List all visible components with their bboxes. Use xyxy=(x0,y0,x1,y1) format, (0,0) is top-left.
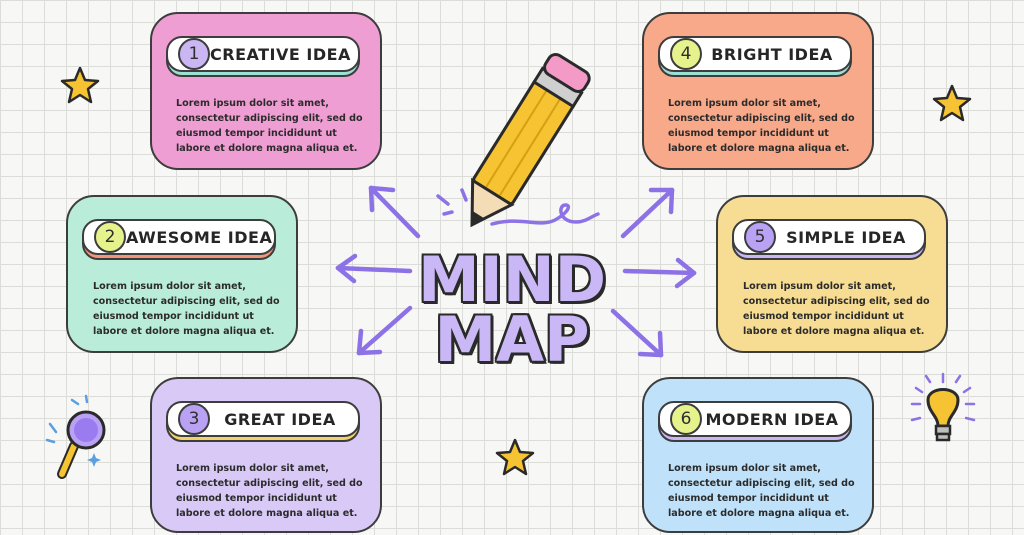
body-line: consectetur adipiscing elit, sed do xyxy=(668,478,855,489)
pencil-icon xyxy=(470,53,591,228)
star-icon xyxy=(495,438,535,476)
body-line: eiusmod tempor incididunt ut xyxy=(176,128,337,139)
number-badge: 1 xyxy=(178,38,210,70)
lightbulb-icon xyxy=(910,372,976,442)
arrow-to-idea-6 xyxy=(610,308,664,358)
spark-lines xyxy=(436,188,468,216)
body-line: labore et dolore magna aliqua et. xyxy=(668,508,850,519)
body-line: labore et dolore magna aliqua et. xyxy=(93,326,275,337)
number-badge: 3 xyxy=(178,403,210,435)
idea-title: BRIGHT IDEA xyxy=(711,44,833,64)
body-line: labore et dolore magna aliqua et. xyxy=(176,143,358,154)
body-line: consectetur adipiscing elit, sed do xyxy=(93,296,280,307)
idea-header-3: 3 GREAT IDEA xyxy=(166,401,360,437)
star-icon xyxy=(60,66,100,104)
mind-map-title: MIND MAP xyxy=(412,243,612,376)
body-line: labore et dolore magna aliqua et. xyxy=(668,143,850,154)
idea-title: GREAT IDEA xyxy=(224,409,336,429)
idea-title: SIMPLE IDEA xyxy=(786,227,906,247)
body-line: Lorem ipsum dolor sit amet, xyxy=(93,281,246,292)
idea-body-3: Lorem ipsum dolor sit amet, consectetur … xyxy=(176,461,363,521)
body-line: eiusmod tempor incididunt ut xyxy=(668,493,829,504)
body-line: Lorem ipsum dolor sit amet, xyxy=(176,98,329,109)
idea-body-1: Lorem ipsum dolor sit amet, consectetur … xyxy=(176,96,363,156)
body-line: consectetur adipiscing elit, sed do xyxy=(743,296,930,307)
idea-header-6: 6 MODERN IDEA xyxy=(658,401,852,437)
idea-body-2: Lorem ipsum dolor sit amet, consectetur … xyxy=(93,279,280,339)
idea-title: CREATIVE IDEA xyxy=(210,44,351,64)
number-badge: 2 xyxy=(94,221,126,253)
idea-header-1: 1 CREATIVE IDEA xyxy=(166,36,360,72)
number-badge: 6 xyxy=(670,403,702,435)
arrow-to-idea-4 xyxy=(620,187,675,239)
connector-arrows xyxy=(335,185,697,358)
star-icon xyxy=(932,84,972,122)
title-line-2: MAP xyxy=(434,303,590,376)
arrow-to-idea-2 xyxy=(335,253,413,284)
number-badge: 4 xyxy=(670,38,702,70)
magnifier-icon xyxy=(45,394,106,479)
idea-body-5: Lorem ipsum dolor sit amet, consectetur … xyxy=(743,279,930,339)
arrow-to-idea-3 xyxy=(356,305,413,356)
body-line: Lorem ipsum dolor sit amet, xyxy=(176,463,329,474)
idea-body-4: Lorem ipsum dolor sit amet, consectetur … xyxy=(668,96,855,156)
body-line: consectetur adipiscing elit, sed do xyxy=(176,478,363,489)
body-line: eiusmod tempor incididunt ut xyxy=(743,311,904,322)
body-line: Lorem ipsum dolor sit amet, xyxy=(668,463,821,474)
idea-header-4: 4 BRIGHT IDEA xyxy=(658,36,852,72)
body-line: Lorem ipsum dolor sit amet, xyxy=(668,98,821,109)
idea-title: AWESOME IDEA xyxy=(126,227,273,247)
squiggle-line xyxy=(490,203,600,226)
body-line: eiusmod tempor incididunt ut xyxy=(176,493,337,504)
body-line: labore et dolore magna aliqua et. xyxy=(743,326,925,337)
idea-header-2: 2 AWESOME IDEA xyxy=(82,219,276,255)
title-line-1: MIND xyxy=(417,243,607,316)
idea-title: MODERN IDEA xyxy=(705,409,839,429)
body-line: labore et dolore magna aliqua et. xyxy=(176,508,358,519)
idea-header-5: 5 SIMPLE IDEA xyxy=(732,219,926,255)
body-line: eiusmod tempor incididunt ut xyxy=(668,128,829,139)
body-line: Lorem ipsum dolor sit amet, xyxy=(743,281,896,292)
arrow-to-idea-1 xyxy=(368,185,421,239)
body-line: consectetur adipiscing elit, sed do xyxy=(176,113,363,124)
idea-body-6: Lorem ipsum dolor sit amet, consectetur … xyxy=(668,461,855,521)
body-line: consectetur adipiscing elit, sed do xyxy=(668,113,855,124)
body-line: eiusmod tempor incididunt ut xyxy=(93,311,254,322)
arrow-to-idea-5 xyxy=(622,257,697,289)
number-badge: 5 xyxy=(744,221,776,253)
